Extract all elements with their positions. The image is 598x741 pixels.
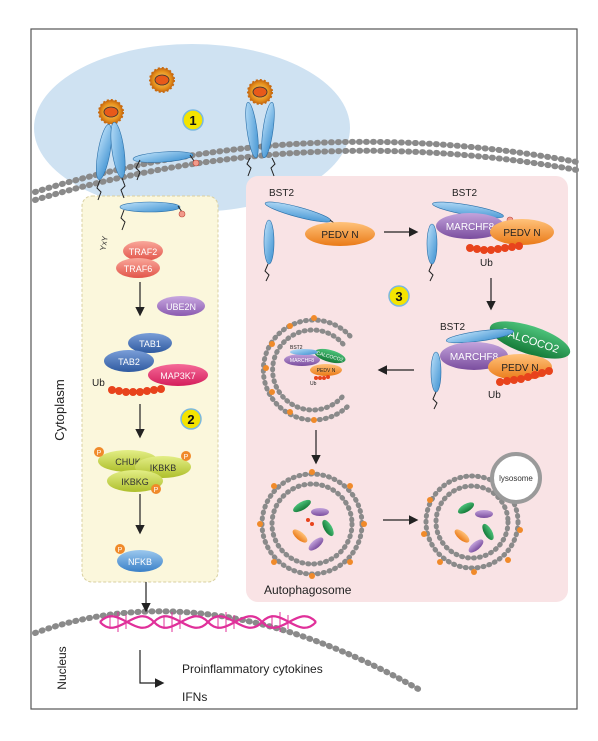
phosphate-icon: P	[94, 447, 104, 457]
svg-text:IKBKG: IKBKG	[121, 477, 149, 487]
phagophore-icon	[260, 315, 353, 423]
svg-text:NFKB: NFKB	[128, 557, 152, 567]
svg-text:TRAF6: TRAF6	[124, 264, 153, 274]
svg-text:PEDV N: PEDV N	[317, 368, 336, 374]
svg-text:PEDV N: PEDV N	[501, 363, 538, 374]
svg-text:PEDV N: PEDV N	[321, 230, 358, 241]
step-badge-1: 1	[182, 109, 204, 131]
nucleus-label: Nucleus	[55, 646, 69, 689]
ubiquitin-chain-icon	[466, 242, 523, 254]
bst2-membrane-icon	[96, 101, 276, 201]
svg-text:P: P	[184, 454, 189, 461]
virion-icon	[98, 99, 124, 125]
svg-text:2: 2	[187, 412, 194, 427]
svg-text:MARCHF8: MARCHF8	[450, 352, 499, 363]
pedv-n-protein: PEDV N	[305, 222, 375, 246]
svg-text:BST2: BST2	[290, 345, 303, 351]
ub-label: Ub	[480, 258, 493, 269]
ifns-label: IFNs	[182, 690, 207, 704]
phosphate-icon: P	[115, 544, 125, 554]
autophagosome-icon	[257, 469, 367, 579]
bst2-protein	[426, 201, 514, 282]
traf6-protein: TRAF6	[116, 258, 160, 278]
ikbkg-protein: IKBKG	[107, 470, 163, 492]
svg-text:MARCHF8: MARCHF8	[446, 222, 495, 233]
svg-text:3: 3	[395, 289, 402, 304]
lysosome-icon: lysosome	[490, 452, 542, 504]
cell-membrane	[32, 138, 580, 203]
proinflammatory-label: Proinflammatory cytokines	[182, 662, 323, 676]
svg-text:P: P	[154, 487, 159, 494]
svg-text:P: P	[118, 547, 123, 554]
phosphate-icon: P	[151, 484, 161, 494]
svg-text:TAB2: TAB2	[118, 357, 140, 367]
svg-text:MAP3K7: MAP3K7	[160, 371, 196, 381]
step-badge-2: 2	[180, 408, 202, 430]
svg-text:IKBKB: IKBKB	[150, 463, 177, 473]
ub-label: Ub	[488, 390, 501, 401]
autophagy-panel	[246, 176, 568, 602]
map3k7-protein: MAP3K7	[148, 364, 208, 386]
svg-text:P: P	[97, 450, 102, 457]
svg-text:TAB1: TAB1	[139, 339, 161, 349]
ubiquitin-chain-icon	[108, 385, 165, 396]
bst2-label: BST2	[269, 188, 294, 199]
step-badge-3: 3	[388, 285, 410, 307]
autolysosome-icon	[421, 473, 523, 575]
tab1-protein: TAB1	[128, 333, 172, 353]
autophagosome-label: Autophagosome	[264, 583, 352, 597]
ube2n-protein: UBE2N	[157, 296, 205, 316]
svg-text:MARCHF8: MARCHF8	[290, 358, 314, 364]
cytoplasm-label: Cytoplasm	[52, 379, 67, 440]
virion-icon	[149, 67, 175, 93]
bst2-label: BST2	[452, 188, 477, 199]
bst2-protein	[430, 328, 514, 410]
svg-text:CHUK: CHUK	[115, 457, 141, 467]
phagophore-cargo: BST2 MARCHF8 PEDV N CALCOCO2 Ub	[284, 345, 346, 387]
pedv-n-protein: PEDV N	[490, 219, 554, 245]
svg-text:PEDV N: PEDV N	[503, 228, 540, 239]
dna-helix-icon	[99, 612, 317, 632]
bst2-pathway-icon	[119, 201, 186, 231]
traf2-protein: TRAF2	[123, 241, 163, 261]
bst2-label: BST2	[440, 322, 465, 333]
svg-text:TRAF2: TRAF2	[129, 247, 158, 257]
svg-text:lysosome: lysosome	[499, 474, 533, 483]
virion-icon	[247, 79, 273, 105]
arrow	[139, 650, 165, 688]
ub-label: Ub	[92, 378, 105, 389]
phosphate-icon: P	[181, 451, 191, 461]
svg-text:Ub: Ub	[310, 381, 317, 387]
marchf8-protein: MARCHF8	[436, 213, 504, 239]
yxy-label: YxY	[98, 235, 110, 252]
nfkb-protein: NFKB	[117, 550, 163, 572]
ubiquitin-chain-icon	[496, 367, 553, 386]
svg-text:1: 1	[189, 113, 196, 128]
svg-text:UBE2N: UBE2N	[166, 302, 196, 312]
tab2-protein: TAB2	[104, 350, 154, 372]
